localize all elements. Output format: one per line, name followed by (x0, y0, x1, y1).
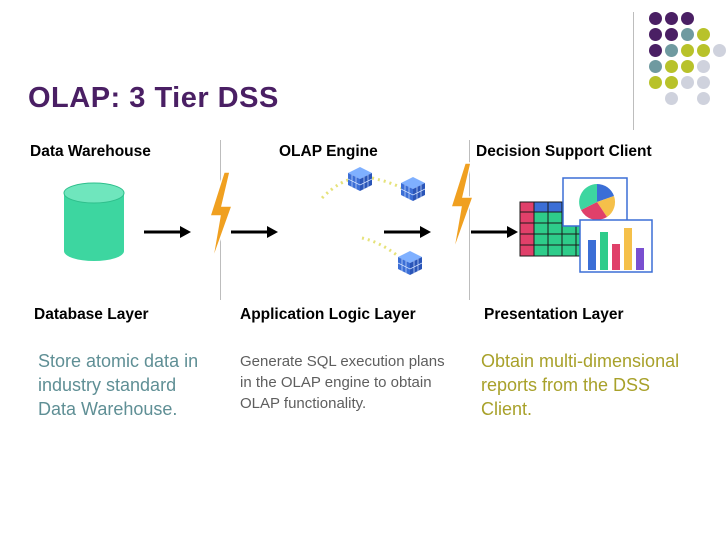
lightning-icon (208, 171, 234, 263)
description-application-logic: Generate SQL execution plans in the OLAP… (240, 353, 445, 412)
decorative-dot (649, 28, 662, 41)
cube-icon (400, 177, 426, 201)
arrow-icon (144, 226, 191, 238)
decorative-dot (649, 76, 662, 89)
arrow-icon (384, 226, 431, 238)
decorative-dot (713, 44, 726, 57)
decorative-dot (649, 12, 662, 25)
decorative-dot (681, 28, 694, 41)
bar-chart-icon (579, 219, 653, 273)
description-presentation: Obtain multi-dimensional reports from th… (481, 351, 680, 419)
heading-decision-support-client: Decision Support Client (476, 143, 652, 160)
decorative-dot (681, 76, 694, 89)
corner-divider-line (633, 12, 634, 130)
decorative-dot (665, 60, 678, 73)
decorative-dot (665, 12, 678, 25)
decorative-dot (681, 44, 694, 57)
layer-label-database: Database Layer (34, 306, 149, 323)
decorative-dot (665, 92, 678, 105)
database-icon (63, 182, 125, 261)
heading-data-warehouse: Data Warehouse (30, 143, 151, 160)
arrow-icon (231, 226, 278, 238)
decorative-dot (697, 44, 710, 57)
heading-olap-engine: OLAP Engine (279, 143, 378, 160)
decorative-dot (649, 44, 662, 57)
cube-icon (397, 251, 423, 275)
decorative-dot (697, 76, 710, 89)
description-database: Store atomic data in industry standard D… (38, 351, 199, 419)
lightning-icon (449, 162, 475, 254)
layer-label-presentation: Presentation Layer (484, 306, 624, 323)
decorative-dot (697, 60, 710, 73)
slide-title: OLAP: 3 Tier DSS (28, 82, 279, 114)
layer-label-application-logic: Application Logic Layer (240, 306, 416, 323)
decorative-dot (665, 28, 678, 41)
decorative-dot (681, 60, 694, 73)
decorative-dot (697, 28, 710, 41)
decorative-dot (665, 76, 678, 89)
cube-icon (347, 167, 373, 191)
decorative-dot (697, 92, 710, 105)
divider-right (469, 140, 470, 300)
decorative-dot (681, 12, 694, 25)
decorative-dot (665, 44, 678, 57)
decorative-dot (649, 60, 662, 73)
pie-chart-icon (562, 177, 628, 227)
arrow-icon (471, 226, 518, 238)
